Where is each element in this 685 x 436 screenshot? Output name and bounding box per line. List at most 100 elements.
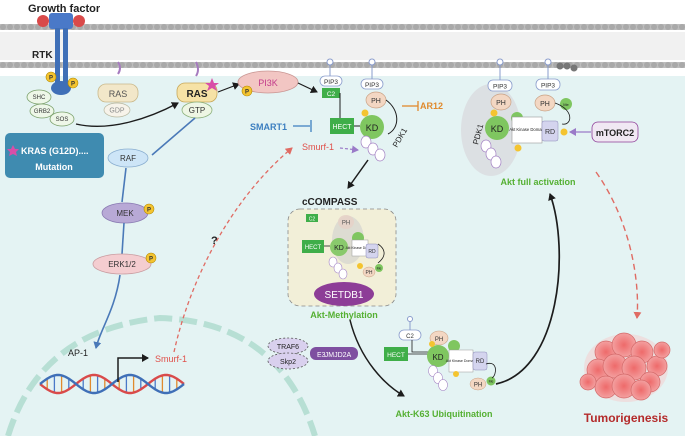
lipid-head bbox=[497, 24, 503, 30]
gtp-label: GTP bbox=[189, 106, 205, 115]
lipid-head bbox=[553, 24, 559, 30]
lipid-head bbox=[119, 24, 125, 30]
lipid-head bbox=[469, 24, 475, 30]
phospho-mek-label: P bbox=[147, 208, 151, 214]
akt-methylation-label: Akt-Methylation bbox=[310, 310, 378, 320]
lipid-head bbox=[182, 24, 188, 30]
lipid-head bbox=[462, 24, 468, 30]
lipid-head bbox=[70, 62, 76, 68]
phospho-erk-label: P bbox=[149, 257, 153, 263]
lipid-head bbox=[147, 62, 153, 68]
lipid-head bbox=[315, 62, 321, 68]
lipid-head bbox=[399, 24, 405, 30]
lipid-head bbox=[343, 62, 349, 68]
cell-membrane bbox=[0, 20, 685, 76]
lipid-head bbox=[154, 24, 160, 30]
lipid-head bbox=[224, 24, 230, 30]
ras-inactive-label: RAS bbox=[109, 89, 128, 99]
lipid-head bbox=[84, 24, 90, 30]
lipid-head bbox=[434, 62, 440, 68]
lipid-head bbox=[385, 24, 391, 30]
lipid-head bbox=[469, 62, 475, 68]
ras-anchor-inactive bbox=[117, 61, 121, 75]
ras-inactive bbox=[97, 83, 139, 103]
dashed-activation-to-tumor bbox=[595, 171, 642, 319]
lipid-head bbox=[294, 62, 300, 68]
lipid-head bbox=[287, 62, 293, 68]
hect-label-ubi: HECT bbox=[387, 352, 405, 359]
lipid-head bbox=[630, 62, 636, 68]
lipid-head bbox=[434, 24, 440, 30]
e3-ligase-group: TRAF6 Skp2 E3 JMJD2A bbox=[267, 337, 358, 370]
lipid-head bbox=[147, 24, 153, 30]
lipid-head bbox=[392, 24, 398, 30]
lipid-head bbox=[210, 62, 216, 68]
lipid-head bbox=[616, 62, 622, 68]
lipid-head bbox=[105, 62, 111, 68]
tumor-cell bbox=[653, 341, 671, 359]
phospho-rtk-2 bbox=[67, 77, 79, 89]
lipid-head bbox=[665, 24, 671, 30]
lipid-head bbox=[420, 24, 426, 30]
lipid-head bbox=[441, 24, 447, 30]
lipid-head bbox=[525, 62, 531, 68]
ph-label-top: PH bbox=[371, 98, 381, 105]
lipid-head bbox=[364, 62, 370, 68]
lipid-head bbox=[441, 62, 447, 68]
lipid-head bbox=[112, 24, 118, 30]
lipid-head bbox=[217, 24, 223, 30]
lipid-head bbox=[21, 24, 27, 30]
smurf1-label: Smurf-1 bbox=[302, 142, 334, 152]
c2-label-ubi: C2 bbox=[406, 334, 414, 340]
arrow-erk-to-ap1 bbox=[93, 274, 121, 349]
lipid-head bbox=[126, 62, 132, 68]
akt-full-activation-label: Akt full activation bbox=[500, 177, 575, 187]
lipid-head bbox=[504, 24, 510, 30]
rtk-label: RTK bbox=[32, 50, 53, 61]
lipid-head bbox=[154, 62, 160, 68]
lipid-head bbox=[350, 62, 356, 68]
lipid-head bbox=[448, 24, 454, 30]
phospho-rtk-2-label: P bbox=[71, 82, 75, 88]
lipid-head bbox=[42, 62, 48, 68]
gdp-label: GDP bbox=[109, 108, 125, 115]
line-mek-to-erk bbox=[121, 222, 125, 255]
ph-full-1: PH bbox=[496, 100, 506, 107]
sos-label: SOS bbox=[56, 117, 69, 123]
lipid-head bbox=[357, 24, 363, 30]
lipid-head bbox=[161, 62, 167, 68]
mtorc2 bbox=[591, 121, 639, 143]
e3-label: E3 bbox=[317, 352, 326, 359]
lipid-head bbox=[308, 24, 314, 30]
ccompass-label: cCOMPASS bbox=[302, 197, 358, 208]
lipid-head bbox=[637, 62, 643, 68]
lipid-head bbox=[427, 24, 433, 30]
lipid-head bbox=[91, 24, 97, 30]
arrow-methylation-to-ubiquitination bbox=[349, 319, 405, 397]
lipid-head bbox=[588, 62, 594, 68]
lipid-head bbox=[427, 62, 433, 68]
ar12-label: AR12 bbox=[420, 101, 443, 111]
lipid-head bbox=[413, 24, 419, 30]
arrow-ras-to-pi3k bbox=[217, 82, 240, 93]
lipid-head bbox=[336, 24, 342, 30]
grb2-protein bbox=[29, 103, 55, 119]
lipid-head bbox=[623, 62, 629, 68]
growth-factor-label: Growth factor bbox=[28, 3, 101, 15]
lipid-head bbox=[140, 24, 146, 30]
lipid-head bbox=[392, 62, 398, 68]
lipid-head bbox=[476, 62, 482, 68]
lipid-head bbox=[532, 24, 538, 30]
phospho-mek bbox=[143, 203, 155, 215]
arrow-pi3k-to-pip3 bbox=[297, 82, 318, 94]
lipid-head bbox=[168, 62, 174, 68]
question-mark: ? bbox=[211, 235, 218, 247]
kd-label-top: KD bbox=[366, 123, 379, 133]
phospho-rtk-1 bbox=[45, 71, 57, 83]
lipid-head bbox=[448, 62, 454, 68]
lipid-head bbox=[203, 24, 209, 30]
lipid-head bbox=[238, 62, 244, 68]
lipid-head bbox=[385, 62, 391, 68]
lipid-head bbox=[252, 24, 258, 30]
